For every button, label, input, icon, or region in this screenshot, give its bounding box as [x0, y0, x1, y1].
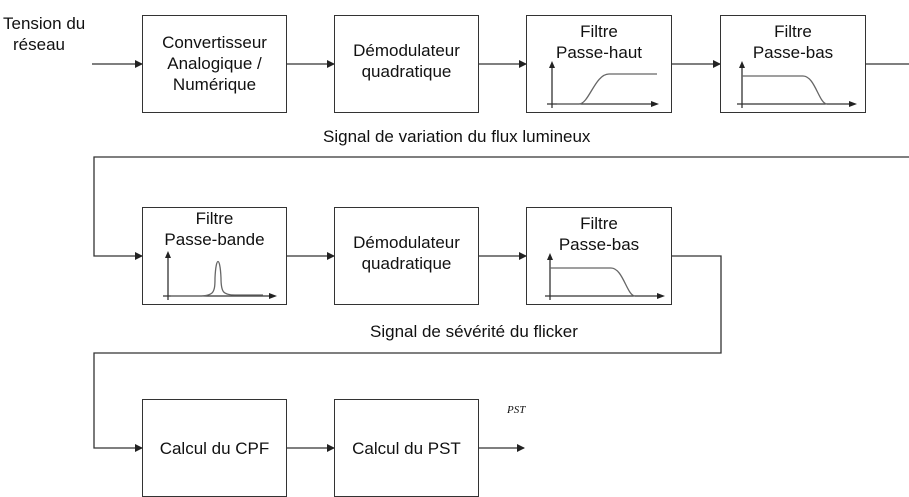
converter-block[interactable]: Convertisseur Analogique / Numérique	[142, 15, 287, 113]
demodulator-block-1[interactable]: Démodulateur quadratique	[334, 15, 479, 113]
bandpass-response-icon	[163, 251, 277, 300]
demodulator-block-2[interactable]: Démodulateur quadratique	[334, 207, 479, 305]
demodulator-1-line-1: Démodulateur	[353, 41, 460, 60]
lowpass-2-line-2: Passe-bas	[558, 235, 640, 254]
lowpass-1-line-1: Filtre	[774, 22, 812, 41]
input-label-line-1: Tension du	[3, 14, 86, 33]
demodulator-2-line-2: quadratique	[361, 254, 452, 273]
highpass-line-2: Passe-haut	[556, 43, 642, 62]
lowpass-1-line-2: Passe-bas	[752, 43, 834, 62]
bandpass-line-1: Filtre	[195, 209, 234, 228]
input-label-line-2: réseau	[13, 35, 65, 54]
demodulator-label-1: Démodulateur quadratique	[335, 40, 478, 82]
lowpass-filter-block-1[interactable]: Filtre Passe-bas	[720, 15, 866, 113]
cpf-calculation-label: Calcul du CPF	[159, 439, 270, 458]
pst-calculation-label: Calcul du PST	[352, 439, 461, 458]
pst-calculation-block[interactable]: Calcul du PST	[334, 399, 479, 497]
lowpass-filter-label-2: Filtre Passe-bas	[527, 213, 671, 255]
converter-label: Convertisseur Analogique / Numérique	[143, 32, 286, 95]
bandpass-line-2: Passe-bande	[164, 230, 265, 249]
input-label: Tension du réseau	[3, 13, 85, 55]
highpass-filter-label: Filtre Passe-haut	[527, 21, 671, 63]
demodulator-label-2: Démodulateur quadratique	[335, 232, 478, 274]
highpass-response-icon	[547, 61, 659, 108]
caption-light-flux-variation: Signal de variation du flux lumineux	[323, 127, 591, 146]
pst-output-label: PST	[507, 404, 526, 416]
lowpass-response-icon-2	[545, 253, 665, 300]
caption-flicker-severity: Signal de sévérité du flicker	[370, 322, 578, 341]
lowpass-response-icon-1	[737, 61, 857, 108]
lowpass-filter-block-2[interactable]: Filtre Passe-bas	[526, 207, 672, 305]
bandpass-filter-label: Filtre Passe-bande	[143, 208, 286, 250]
lowpass-2-line-1: Filtre	[580, 214, 618, 233]
converter-label-line-3: Numérique	[172, 75, 257, 94]
demodulator-1-line-2: quadratique	[361, 62, 452, 81]
demodulator-2-line-1: Démodulateur	[353, 233, 460, 252]
highpass-line-1: Filtre	[580, 22, 618, 41]
converter-label-line-1: Convertisseur	[162, 33, 267, 52]
converter-label-line-2: Analogique /	[167, 54, 262, 73]
lowpass-filter-label-1: Filtre Passe-bas	[721, 21, 865, 63]
cpf-calculation-block[interactable]: Calcul du CPF	[142, 399, 287, 497]
bandpass-filter-block[interactable]: Filtre Passe-bande	[142, 207, 287, 305]
highpass-filter-block[interactable]: Filtre Passe-haut	[526, 15, 672, 113]
